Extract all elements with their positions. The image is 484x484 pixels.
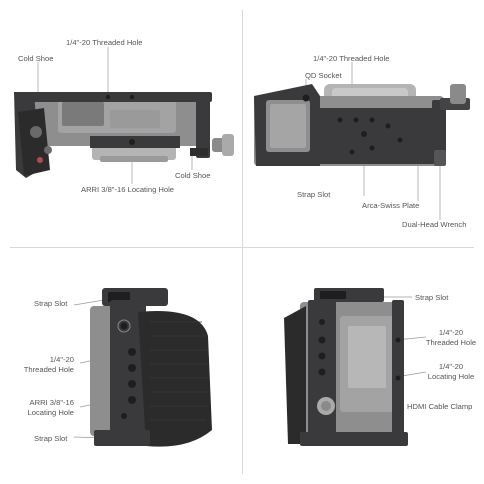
label-threaded-br-line1: 1/4"-20	[438, 328, 464, 337]
label-hdmi-cable-clamp: HDMI Cable Clamp	[407, 402, 473, 411]
label-strap-slot-br: Strap Slot	[415, 293, 449, 302]
label-locating-br-line2: Locating Hole	[427, 372, 475, 381]
label-locating-br-line1: 1/4"-20	[438, 362, 464, 371]
horizontal-divider	[10, 247, 474, 248]
label-threaded-hole-bl-line1: 1/4"-20	[49, 355, 74, 364]
label-dual-head-wrench: Dual-Head Wrench	[402, 220, 467, 229]
label-threaded-hole-top-right: 1/4"-20 Threaded Hole	[313, 54, 390, 63]
label-strap-slot-bl-bottom: Strap Slot	[34, 434, 68, 443]
label-threaded-br-line2: Threaded Hole	[425, 338, 477, 347]
label-qd-socket: QD Socket	[305, 71, 342, 80]
label-arri-bl-line2: Locating Hole	[27, 408, 74, 417]
label-arri-bl-line1: ARRI 3/8"-16	[29, 398, 74, 407]
label-cold-shoe-right: Cold Shoe	[175, 171, 211, 180]
label-arri-locating-hole: ARRI 3/8"-16 Locating Hole	[81, 185, 175, 194]
label-threaded-hole-bl-line2: Threaded Hole	[23, 365, 74, 374]
label-strap-slot-top-right: Strap Slot	[297, 190, 331, 199]
label-strap-slot-bl-top: Strap Slot	[34, 299, 68, 308]
label-threaded-hole-top: 1/4"-20 Threaded Hole	[66, 38, 143, 47]
label-arca-swiss-plate: Arca-Swiss Plate	[362, 201, 420, 210]
label-cold-shoe-left: Cold Shoe	[18, 54, 54, 63]
vertical-divider	[242, 10, 243, 474]
